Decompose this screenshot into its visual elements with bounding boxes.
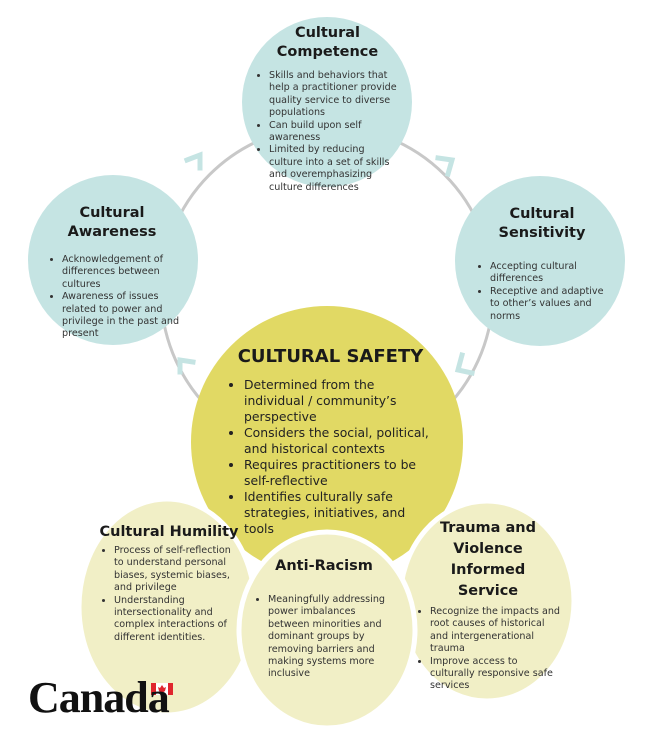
list-item: Requires practitioners to be self-reflec… <box>244 457 433 489</box>
canada-wordmark-logo: Canada <box>28 673 170 722</box>
list-item: Accepting cultural differences <box>490 261 616 286</box>
arrow-down-left-icon <box>454 351 475 376</box>
safety-block: CULTURAL SAFETY Determined from the indi… <box>228 346 433 537</box>
list-item: Improve access to culturally responsive … <box>430 656 562 693</box>
list-item: Determined from the individual / communi… <box>244 377 433 425</box>
list-item: Understanding intersectionality and comp… <box>114 595 240 645</box>
competence-list: Skills and behaviors that help a practit… <box>255 70 400 194</box>
sensitivity-title: Cultural Sensitivity <box>498 206 586 241</box>
competence-title: Cultural Competence <box>276 25 379 60</box>
awareness-circle <box>28 175 198 345</box>
list-item: Process of self-reflection to understand… <box>114 545 240 595</box>
sensitivity-list: Accepting cultural differences Receptive… <box>476 261 616 323</box>
list-item: Recognize the impacts and root causes of… <box>430 606 562 656</box>
humility-block: Cultural Humility Process of self-reflec… <box>98 523 240 644</box>
list-item: Limited by reducing culture into a set o… <box>269 144 400 194</box>
antiracism-circle <box>236 529 418 731</box>
safety-title: CULTURAL SAFETY <box>237 346 424 367</box>
antiracism-title: Anti-Racism <box>275 558 373 574</box>
arrow-down-right-icon <box>435 155 456 178</box>
arrow-up-right-icon <box>183 151 203 171</box>
competence-block: Cultural Competence Skills and behaviors… <box>255 24 400 194</box>
sensitivity-block: Cultural Sensitivity Accepting cultural … <box>468 205 616 323</box>
sensitivity-circle <box>455 176 625 346</box>
list-item: Can build upon self awareness <box>269 120 400 145</box>
arrow-up-left-icon <box>177 357 196 375</box>
humility-list: Process of self-reflection to understand… <box>100 545 240 644</box>
trauma-title: Trauma and Violence Informed Service <box>440 520 536 599</box>
awareness-title: Cultural Awareness <box>67 205 157 240</box>
awareness-list: Acknowledgement of differences between c… <box>46 254 182 341</box>
list-item: Awareness of issues related to power and… <box>62 291 182 341</box>
antiracism-list: Meaningfully addressing power imbalances… <box>254 594 398 681</box>
list-item: Skills and behaviors that help a practit… <box>269 70 400 120</box>
awareness-block: Cultural Awareness Acknowledgement of di… <box>42 204 182 341</box>
list-item: Considers the social, political, and his… <box>244 425 433 457</box>
list-item: Receptive and adaptive to other’s values… <box>490 286 616 323</box>
antiracism-block: Anti-Racism Meaningfully addressing powe… <box>250 557 398 681</box>
safety-circle <box>191 306 463 578</box>
trauma-block: Trauma and Violence Informed Service Rec… <box>414 518 562 693</box>
list-item: Identifies culturally safe strategies, i… <box>244 489 433 537</box>
safety-list: Determined from the individual / communi… <box>228 377 433 537</box>
trauma-list: Recognize the impacts and root causes of… <box>416 606 562 693</box>
humility-title: Cultural Humility <box>99 524 239 540</box>
competence-circle <box>242 17 412 187</box>
canada-flag-icon <box>151 683 173 695</box>
list-item: Acknowledgement of differences between c… <box>62 254 182 291</box>
list-item: Meaningfully addressing power imbalances… <box>268 594 398 681</box>
